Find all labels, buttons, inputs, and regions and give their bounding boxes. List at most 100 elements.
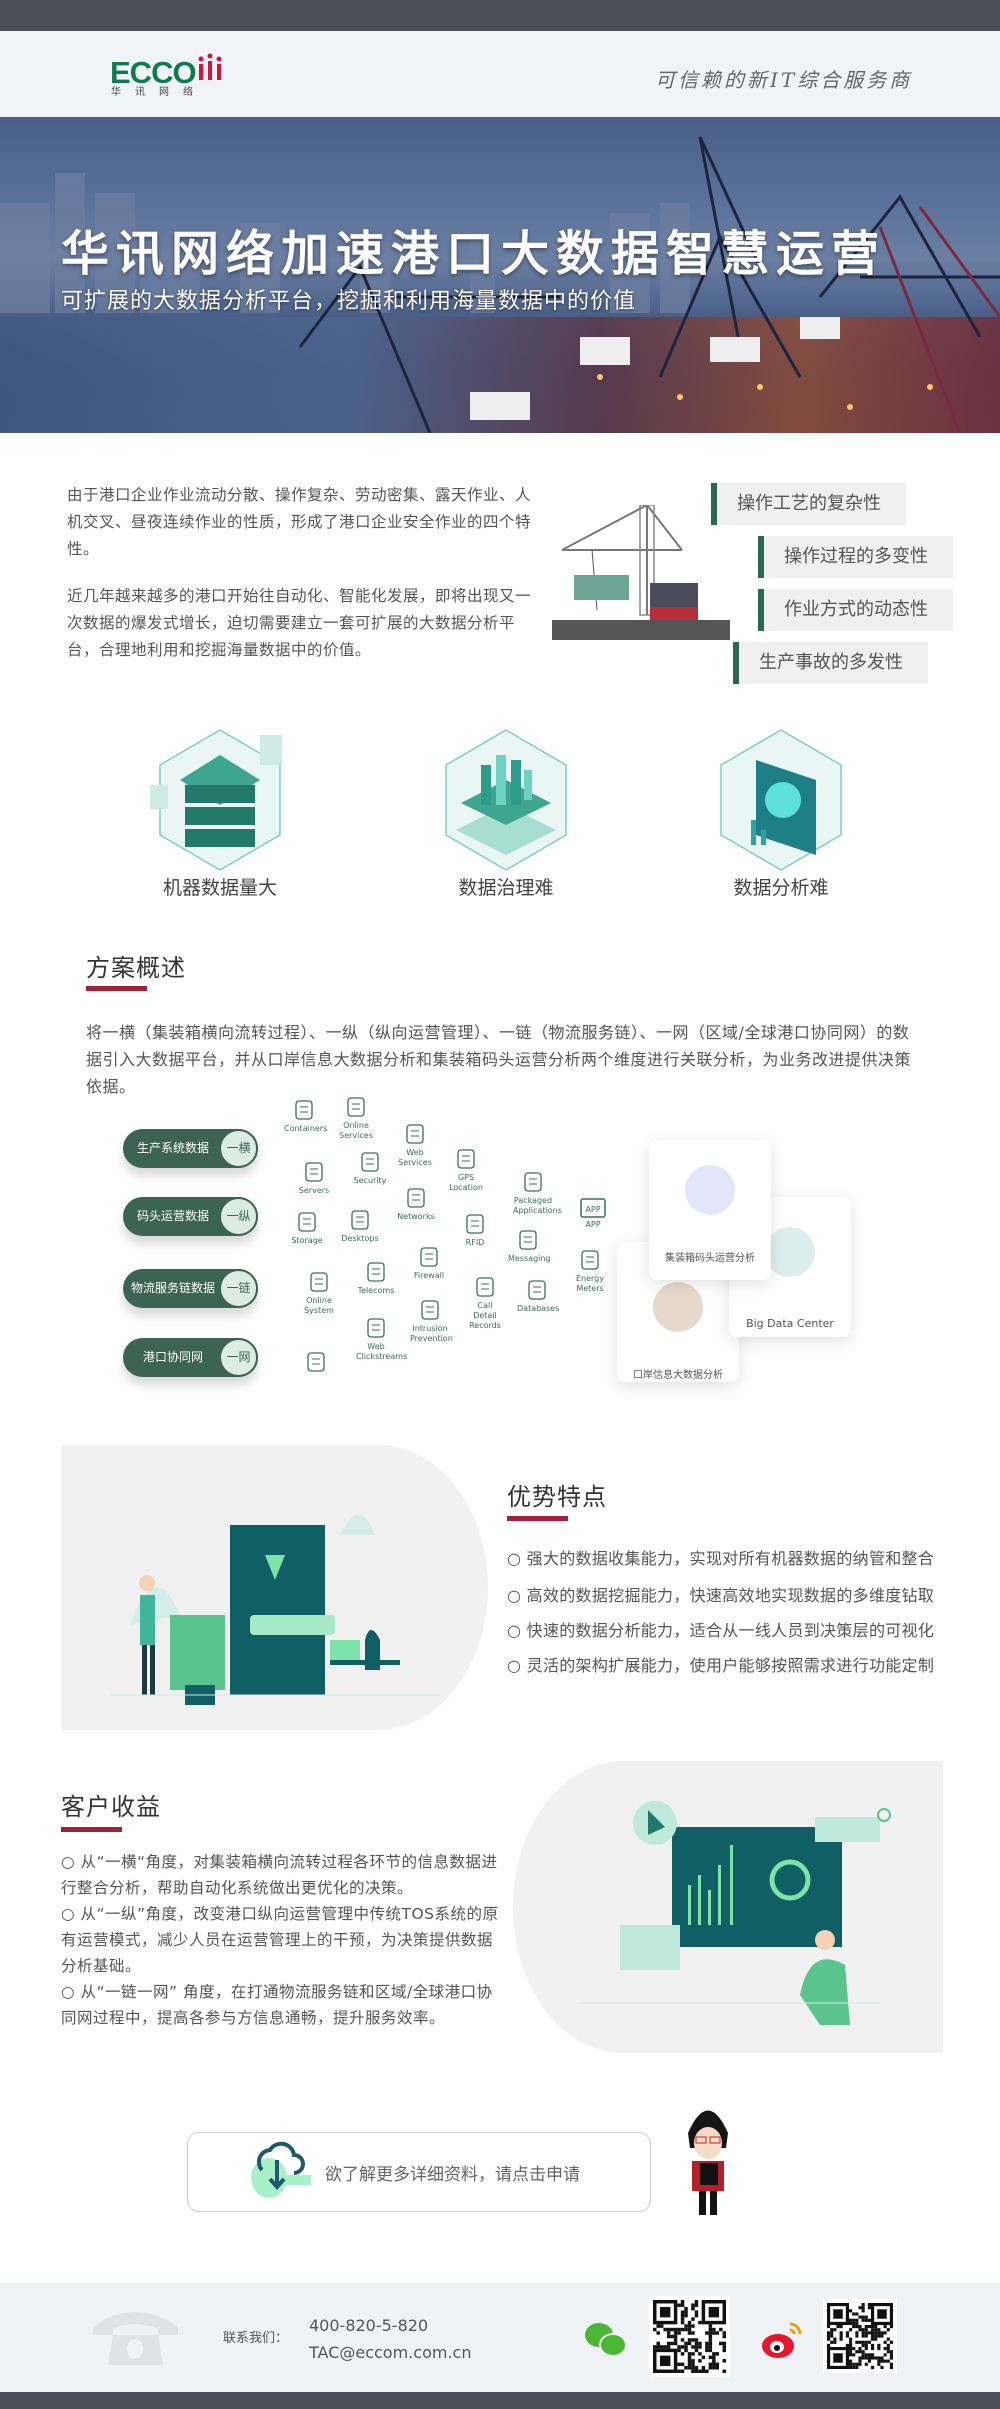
source-glyph-icon [476,1277,494,1297]
source-glyph-icon [367,1318,385,1338]
source-glyph-icon [420,1247,438,1267]
pill-badge: 一链 [219,1269,258,1308]
data-source-icon: Networks [396,1186,436,1222]
advantage-text: 高效的数据挖掘能力，快速高效地实现数据的多维度钻取 [526,1586,935,1605]
wechat-icon[interactable] [584,2322,628,2358]
data-source-icon: Storage [287,1210,327,1246]
source-glyph-icon [307,1352,325,1372]
card-label: 集装箱码头运营分析 [665,1253,755,1264]
wechat-qr-code [649,2296,730,2377]
data-source-label: Firewall [413,1271,445,1280]
weibo-qr-code [823,2299,897,2373]
app-icon: APP [580,1198,606,1218]
share-icon [653,1282,703,1332]
data-source-icon: Databases [517,1278,560,1314]
data-source-icon: Web Clickstreams [356,1316,407,1362]
crane-illustration [552,505,730,640]
advantage-text: 快速的数据分析能力，适合从一线人员到决策层的可视化 [526,1621,935,1640]
source-glyph-icon [581,1250,599,1270]
source-glyph-icon [407,1188,425,1208]
data-source-label: Security [353,1176,387,1185]
advantages-illustration [110,1515,440,1705]
data-governance-icon [445,729,567,871]
container-icon [685,1165,735,1215]
weibo-icon[interactable] [760,2318,806,2360]
data-source-icon: Online System [299,1270,339,1316]
contact-phone[interactable]: 400-820-5-820 [309,2316,429,2335]
pill-badge: 一纵 [219,1197,258,1236]
advantage-text: 灵活的架构扩展能力，使用户能够按照需求进行功能定制 [526,1656,935,1675]
data-source-pill[interactable]: 码头运营数据一纵 [123,1197,258,1236]
advantage-item: ○ 强大的数据收集能力，实现对所有机器数据的纳管和整合 [507,1549,935,1568]
challenge-label: 机器数据量大 [162,877,277,899]
source-glyph-icon [367,1262,385,1282]
data-source-icon: Web Services [395,1122,435,1168]
source-glyph-icon [457,1149,475,1169]
title-underline [61,1827,122,1832]
data-source-label: Intrusion Prevention [410,1324,453,1343]
characteristic-tag: 操作过程的多变性 [758,536,953,578]
slogan: 可信赖的新IT综合服务商 [655,68,913,92]
analysis-card-terminal-ops[interactable]: 集装箱码头运营分析 [649,1140,771,1280]
source-glyph-icon [310,1272,328,1292]
characteristic-tag: 生产事故的多发性 [733,642,928,684]
data-source-pill[interactable]: 生产系统数据一横 [123,1129,258,1168]
challenge-label: 数据治理难 [458,877,554,899]
request-info-label[interactable]: 欲了解更多详细资料，请点击申请 [325,2165,580,2185]
data-source-icon: Intrusion Prevention [410,1298,453,1344]
characteristic-tag: 作业方式的动态性 [758,589,953,631]
data-source-pill[interactable]: 物流服务链数据一链 [123,1269,258,1308]
data-source-label: Messaging [508,1254,551,1263]
source-glyph-icon [466,1214,484,1234]
data-source-label: APP [585,1220,601,1229]
data-source-label: Web Services [398,1148,432,1167]
source-glyph-icon [295,1100,313,1120]
card-label: Big Data Center [746,1317,834,1330]
data-source-icon: Messaging [508,1228,551,1264]
logo[interactable]: ECCO [110,55,197,90]
data-source-icon: Telecoms [356,1260,396,1296]
data-source-icon: Security [350,1150,390,1186]
data-source-icon: Desktops [340,1208,380,1244]
top-bar [0,0,1000,31]
header [0,31,1000,117]
request-info-button[interactable] [187,2132,651,2212]
data-source-label: Telecoms [357,1286,395,1295]
benefit-item: ○ 从“一横“角度，对集装箱横向流转过程各环节的信息数据进行整合分析，帮助自动化… [61,1853,498,1897]
source-glyph-icon [421,1300,439,1320]
advantage-text: 强大的数据收集能力，实现对所有机器数据的纳管和整合 [526,1549,935,1568]
contact-email[interactable]: TAC@eccom.com.cn [309,2343,472,2362]
card-label: 口岸信息大数据分析 [633,1370,723,1381]
telephone-icon [93,2312,178,2365]
cartoon-character [688,2110,728,2215]
pill-label: 物流服务链数据 [130,1281,215,1295]
source-glyph-icon [298,1212,316,1232]
data-source-label: RFID [465,1238,485,1247]
source-glyph-icon [351,1210,369,1230]
pill-label: 生产系统数据 [136,1141,209,1155]
data-source-label: Databases [517,1304,560,1313]
cloud-download-icon [251,2141,311,2198]
data-source-label: Online System [304,1296,334,1315]
overview-text: 将一横（集装箱横向流转过程）、一纵（纵向运营管理）、一链（物流服务链）、一网（区… [86,1023,912,1096]
source-glyph-icon [347,1097,365,1117]
source-glyph-icon [361,1152,379,1172]
pill-badge: 一网 [219,1338,258,1377]
section-title-benefits: 客户收益 [61,1793,161,1821]
data-source-label: GPS Location [449,1173,483,1192]
intro-paragraph-1: 由于港口企业作业流动分散、操作复杂、劳动密集、露天作业、人机交叉、昼夜连续作业的… [67,486,532,558]
advantage-item: ○ 快速的数据分析能力，适合从一线人员到决策层的可视化 [507,1621,935,1640]
data-source-pill[interactable]: 港口协同网一网 [123,1338,258,1377]
data-source-icon: APP APP [573,1198,613,1230]
data-analysis-icon [720,729,842,871]
data-source-label: Energy Meters [575,1274,604,1293]
challenge-label: 数据分析难 [733,877,829,899]
source-glyph-icon [519,1230,537,1250]
characteristic-tag: 操作工艺的复杂性 [711,483,906,525]
source-glyph-icon [406,1124,424,1144]
data-source-icon: GPS Location [446,1147,486,1193]
port-cranes-illustration [298,136,1000,433]
title-underline [507,1516,568,1521]
hero-banner [0,117,1000,433]
data-source-label: Desktops [341,1234,379,1243]
